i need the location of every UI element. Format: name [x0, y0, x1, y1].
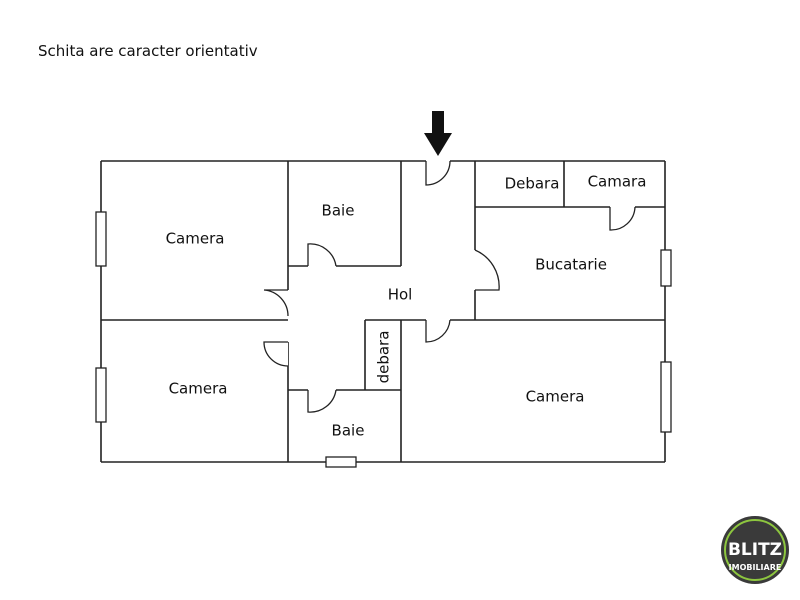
- room-label-camera-bottom-left: Camera: [169, 380, 228, 398]
- door-camera-bottom-left: [263, 341, 289, 367]
- outer-walls: [100, 160, 666, 463]
- room-label-baie-top: Baie: [322, 202, 355, 220]
- window-camera-bottom-left: [95, 367, 107, 423]
- door-entrance: [425, 160, 451, 186]
- window-camera-top-left: [95, 211, 107, 267]
- windows: [95, 211, 672, 468]
- logo-text-imobiliare: IMOBILIARE: [729, 563, 782, 572]
- interior-walls: [101, 161, 665, 462]
- room-label-camara: Camara: [588, 173, 647, 191]
- room-label-camera-top-left: Camera: [166, 230, 225, 248]
- room-label-bucatarie: Bucatarie: [535, 256, 607, 274]
- room-label-hol: Hol: [388, 286, 413, 304]
- door-camera-right: [425, 319, 451, 343]
- entrance-arrow-icon: [424, 111, 452, 156]
- room-label-camera-right: Camera: [526, 388, 585, 406]
- door-bucatarie: [474, 249, 500, 291]
- logo-text-blitz: BLITZ: [728, 540, 782, 560]
- room-label-debara-small: debara: [375, 331, 393, 384]
- window-baie-bottom: [325, 456, 357, 468]
- room-label-debara-top: Debara: [505, 175, 560, 193]
- door-camara: [609, 206, 636, 231]
- blitz-logo: BLITZ IMOBILIARE: [721, 516, 789, 584]
- door-baie-top: [307, 243, 337, 267]
- window-bucatarie: [660, 249, 672, 287]
- room-label-baie-bottom: Baie: [332, 422, 365, 440]
- doors: [263, 160, 636, 413]
- door-camera-top-left: [263, 289, 289, 317]
- plan-caption: Schita are caracter orientativ: [38, 42, 258, 60]
- window-camera-right: [660, 361, 672, 433]
- door-baie-bottom: [307, 389, 337, 413]
